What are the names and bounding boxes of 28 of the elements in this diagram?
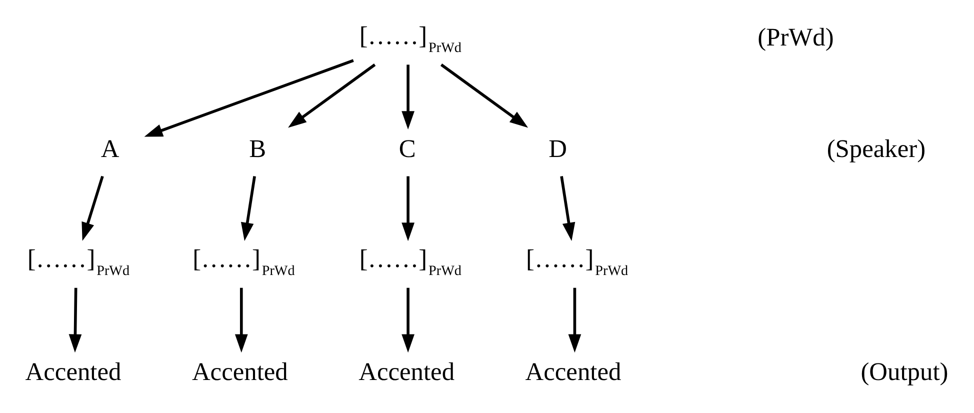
node-text: A <box>100 134 119 163</box>
node-text: [……]$_{PrWd}$ <box>26 245 130 280</box>
node-text: Accented <box>24 358 121 386</box>
node-text: [……]$_{PrWd}$ <box>358 22 461 56</box>
node-text: [……]$_{PrWd}$ <box>525 245 628 280</box>
arrow <box>401 64 414 130</box>
label: (PrWd) <box>757 23 834 52</box>
node-text: Accented <box>191 358 288 386</box>
arrow <box>568 288 581 353</box>
arrow <box>234 288 248 353</box>
arrow <box>68 288 82 353</box>
arrow <box>144 59 354 137</box>
arrow <box>240 176 256 242</box>
node-text: Accented <box>358 358 454 386</box>
node-text: B <box>248 134 266 163</box>
node-text: Accented <box>524 358 621 386</box>
label: (Output) <box>860 358 948 386</box>
node-text: D <box>548 134 566 163</box>
arrow <box>401 176 414 242</box>
node-text: C <box>398 134 416 163</box>
arrow <box>288 64 376 128</box>
arrow <box>81 176 104 241</box>
node-text: [……]$_{PrWd}$ <box>192 245 294 280</box>
arrow <box>440 64 528 128</box>
arrow <box>560 176 575 242</box>
node-text: [……]$_{PrWd}$ <box>358 245 461 280</box>
label: (Speaker) <box>826 134 926 163</box>
arrow <box>401 288 414 353</box>
